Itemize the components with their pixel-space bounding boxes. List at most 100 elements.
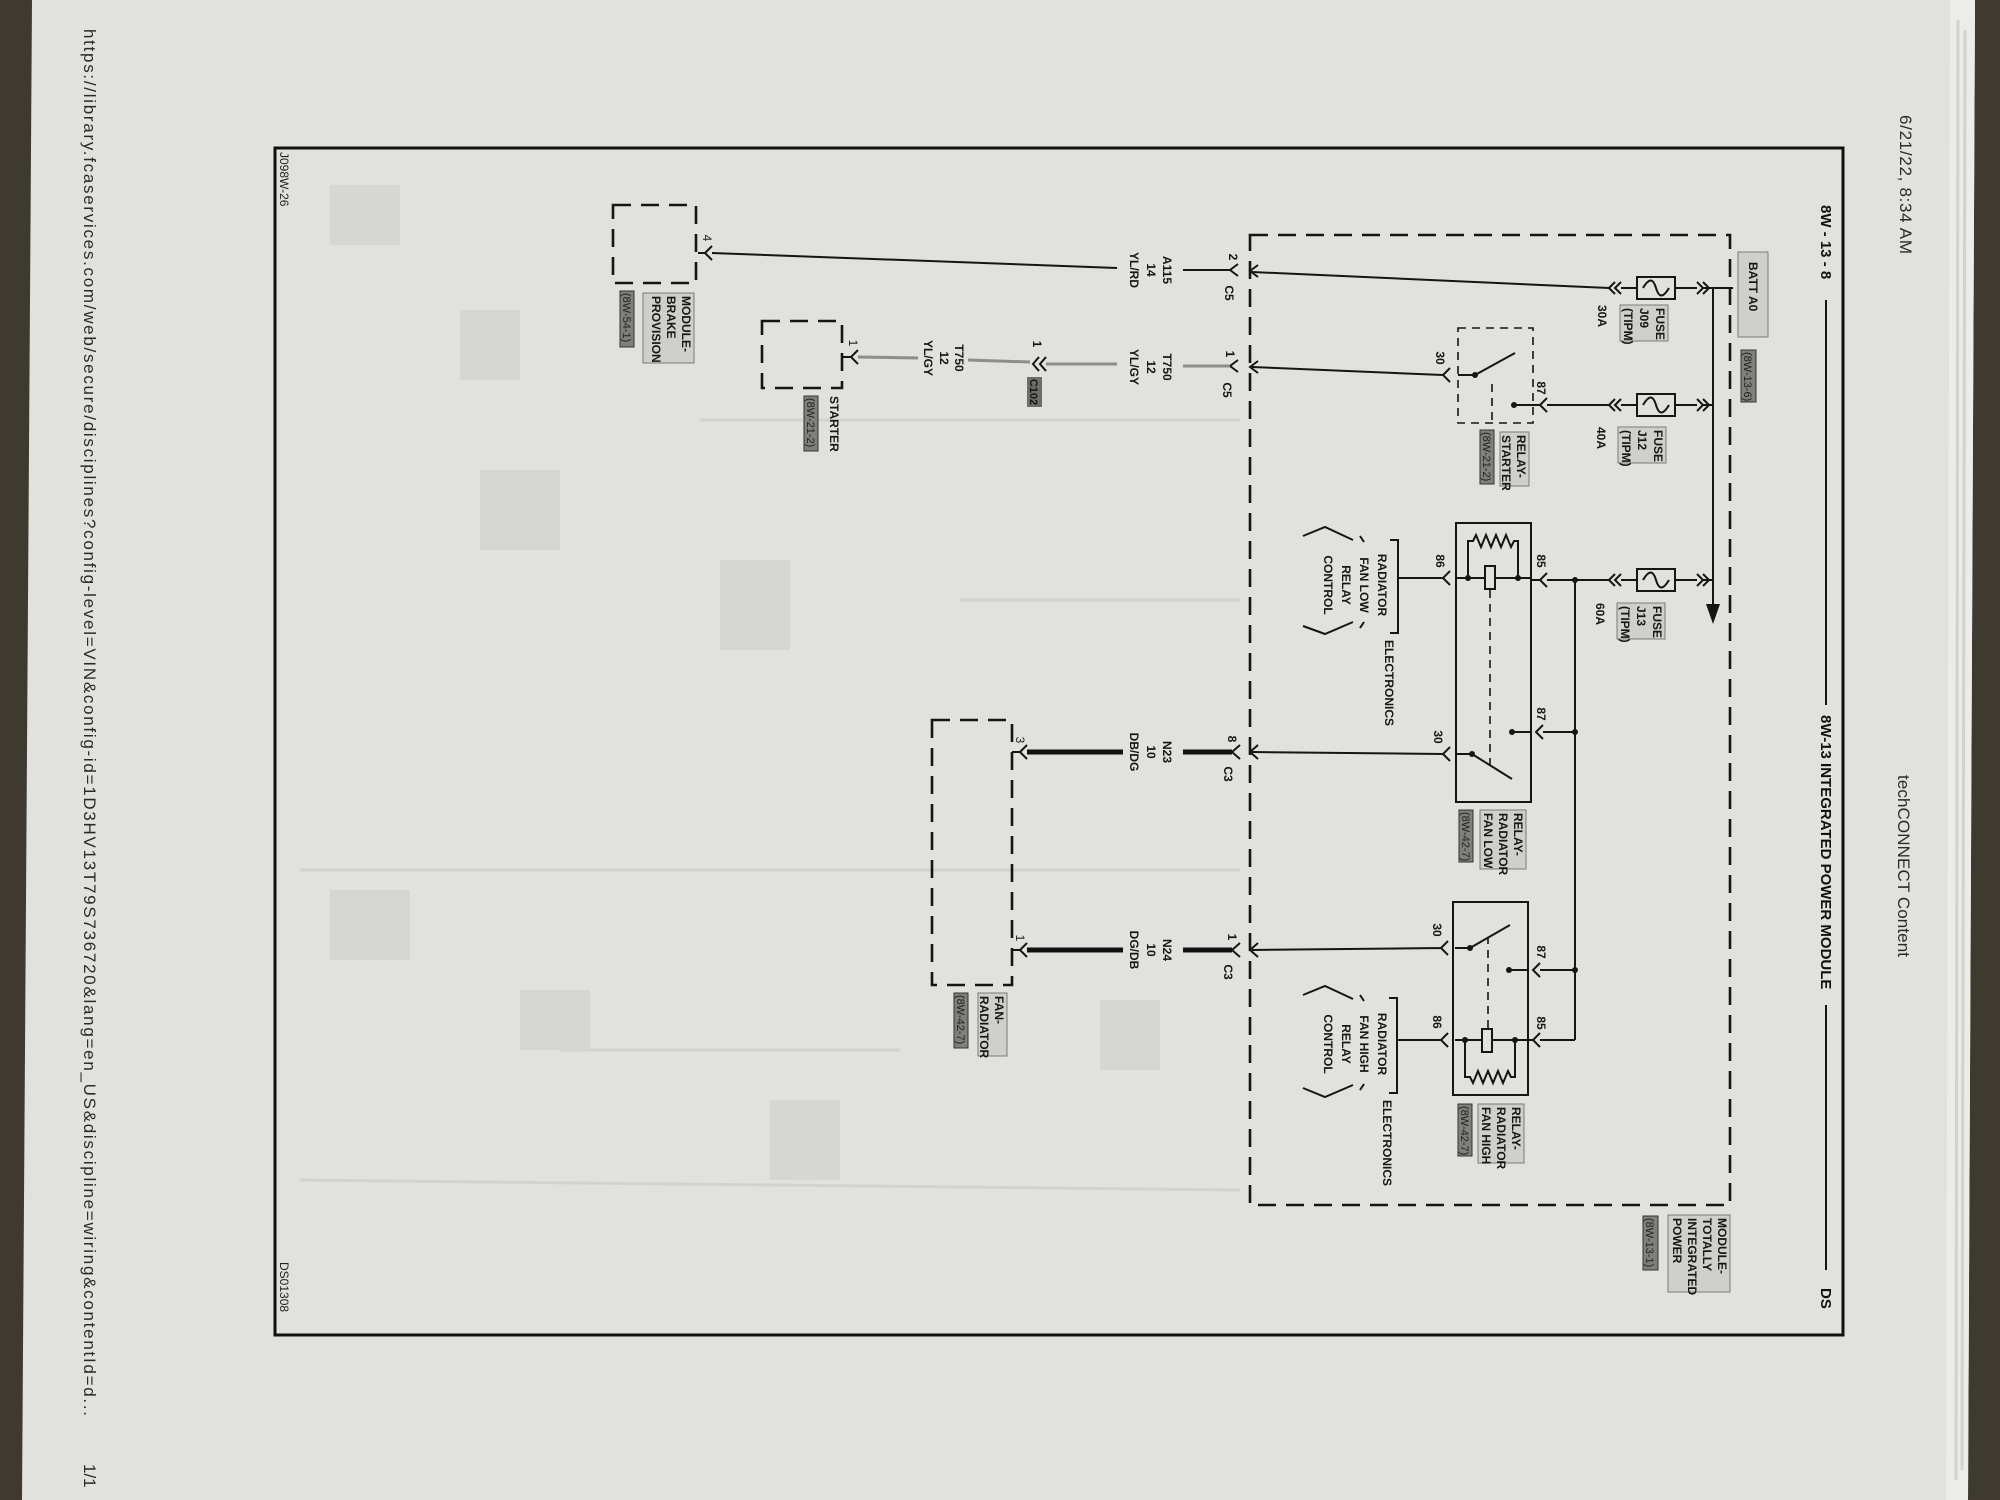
wire-fan-low-output bbox=[1251, 746, 1451, 762]
relay-label-line: RELAY- bbox=[1511, 813, 1525, 856]
c5-pin2-connector-name: C5 bbox=[1222, 285, 1236, 301]
splice-dot-icon bbox=[1462, 1037, 1468, 1043]
fuse-j09-rating: 30A bbox=[1595, 305, 1609, 327]
electronics-label-line: RADIATOR bbox=[1375, 1013, 1389, 1076]
relay-label-line: RADIATOR bbox=[1496, 813, 1510, 876]
batt-ref-tag[interactable]: (8W-13-6) bbox=[1740, 349, 1757, 403]
fan-high-relay-coil-icon bbox=[1481, 1028, 1493, 1053]
module-ref-tag[interactable]: (8W-13-1) bbox=[1642, 1215, 1659, 1271]
fan-low-relay-label: RELAY- RADIATOR FAN LOW bbox=[1479, 809, 1527, 876]
splice-dot-icon bbox=[1572, 577, 1578, 583]
module-label-line: TOTALLY bbox=[1700, 1218, 1714, 1271]
fan-label-line: RADIATOR bbox=[977, 996, 991, 1059]
fan-radiator-ref[interactable]: (8W-42-7) bbox=[954, 995, 966, 1044]
wire-t750-gauge: 12 bbox=[937, 351, 951, 365]
footer-right-code: DS01308 bbox=[277, 1262, 291, 1312]
fuse-j13-label: FUSE J13 (TIPM) bbox=[1616, 602, 1666, 643]
module-ref[interactable]: (8W-13-1) bbox=[1643, 1218, 1655, 1267]
switch-pivot-icon bbox=[1467, 945, 1473, 951]
starter-relay-ref-tag[interactable]: (8W-21-2) bbox=[1479, 429, 1495, 485]
starter-relay-contact-icon bbox=[1511, 402, 1517, 408]
splice-dot-icon bbox=[1512, 1037, 1518, 1043]
fan-low-relay-pin-86: 86 bbox=[1433, 554, 1447, 568]
fan-low-relay-contact-87 bbox=[1514, 724, 1544, 740]
electronics-label-line: CONTROL bbox=[1321, 1014, 1335, 1073]
wire-fuse-j12-to-starter-relay bbox=[1515, 397, 1609, 413]
c102-connector-tag[interactable]: C102 bbox=[1027, 377, 1042, 407]
wire-fuse-j09-to-c5 bbox=[1251, 271, 1610, 289]
wire-t750-color: YL/GY bbox=[921, 340, 935, 376]
fuse-label-line: J13 bbox=[1634, 606, 1648, 626]
fan-high-relay-box bbox=[1452, 901, 1529, 1096]
fan-high-relay-pin-30: 30 bbox=[1430, 923, 1444, 937]
c102-connector-name[interactable]: C102 bbox=[1027, 379, 1039, 405]
fan-high-relay-control-electronics: RADIATOR FAN HIGH RELAY CONTROL ELECTRON… bbox=[1302, 984, 1398, 1186]
model-code: DS bbox=[1817, 1288, 1834, 1309]
c3-pin8-number: 8 bbox=[1225, 736, 1239, 743]
fan-radiator-ref-tag[interactable]: (8W-42-7) bbox=[953, 992, 969, 1049]
electronics-bracket bbox=[1390, 539, 1399, 634]
fan-low-relay-pin-30: 30 bbox=[1431, 730, 1445, 744]
diagram-frame bbox=[273, 146, 1845, 1337]
diagram-title: 8W-13 INTEGRATED POWER MODULE bbox=[1817, 715, 1834, 989]
starter-pin-connector-icon bbox=[843, 349, 859, 365]
fan-high-relay-ref-tag[interactable]: (8W-42-7) bbox=[1457, 1103, 1473, 1157]
electronics-label-line: RADIATOR bbox=[1375, 554, 1389, 617]
fuse-label-line: J09 bbox=[1637, 308, 1651, 328]
electronics-label: ELECTRONICS bbox=[1382, 640, 1396, 726]
module-label-line: MODULE- bbox=[1715, 1218, 1729, 1274]
brake-ref-tag[interactable]: (8W-54-1) bbox=[619, 290, 635, 348]
electronics-bracket bbox=[1389, 997, 1398, 1094]
relay-label-line: RELAY- bbox=[1514, 435, 1528, 478]
brake-provision-label: MODULE- BRAKE PROVISION bbox=[642, 292, 695, 364]
fan-low-relay-pin-85: 85 bbox=[1534, 554, 1548, 568]
switch-pivot-icon bbox=[1472, 372, 1478, 378]
wire-n24-gauge: 10 bbox=[1144, 943, 1158, 957]
splice-dot-icon bbox=[1465, 575, 1471, 581]
c5-pin1-number: 1 bbox=[1223, 351, 1237, 358]
module-label: MODULE- TOTALLY INTEGRATED POWER bbox=[1667, 1214, 1731, 1295]
wire-n23-gauge: 10 bbox=[1144, 745, 1158, 759]
starter-relay-pin-87: 87 bbox=[1534, 381, 1548, 395]
fuse-j12-rating: 40A bbox=[1594, 427, 1608, 449]
electronics-chevron-icon bbox=[1302, 525, 1365, 636]
fuse-label-line: FUSE bbox=[1653, 308, 1667, 340]
wire-t750-segment bbox=[967, 358, 1031, 364]
starter-relay-ref[interactable]: (8W-21-2) bbox=[1480, 432, 1492, 481]
page-url[interactable]: https://library.fcaservices.com/web/secu… bbox=[80, 29, 99, 1416]
fuse-label-line: FUSE bbox=[1650, 606, 1664, 638]
relay-label-line: RELAY- bbox=[1509, 1107, 1523, 1150]
starter-motor-box bbox=[760, 319, 844, 390]
wire-t750-segment bbox=[857, 355, 919, 360]
print-timestamp: 6/21/22, 8:34 AM bbox=[1896, 115, 1915, 254]
wire-t750-circuit: T750 bbox=[952, 344, 966, 372]
page-count: 1/1 bbox=[80, 1464, 99, 1488]
fan-high-relay-pin-86: 86 bbox=[1430, 1015, 1444, 1029]
paper-stack-edge bbox=[1946, 0, 1975, 1500]
fan-high-relay-pin-85: 85 bbox=[1534, 1016, 1548, 1030]
brake-label-line: MODULE- bbox=[679, 296, 693, 352]
batt-label: BATT A0 bbox=[1746, 262, 1760, 312]
fan-low-relay-ref-tag[interactable]: (8W-42-7) bbox=[1458, 809, 1474, 863]
wire-n23-circuit: N23 bbox=[1160, 741, 1174, 763]
starter-label: STARTER bbox=[827, 396, 841, 452]
wire-a115-circuit: A115 bbox=[1160, 256, 1174, 284]
wire-n24-color: DG/DB bbox=[1127, 931, 1141, 970]
splice-dot-icon bbox=[1572, 967, 1578, 973]
fan-low-relay-ref[interactable]: (8W-42-7) bbox=[1459, 812, 1471, 861]
starter-ref[interactable]: (8W-21-2) bbox=[804, 398, 816, 447]
fan-high-relay-ref[interactable]: (8W-42-7) bbox=[1458, 1106, 1470, 1155]
fan-low-relay-box bbox=[1455, 522, 1532, 803]
fan-low-relay-coil-icon bbox=[1484, 565, 1496, 590]
brake-ref[interactable]: (8W-54-1) bbox=[620, 293, 632, 342]
wire-n23-color: DB/DG bbox=[1127, 733, 1141, 772]
wire-fan-low-control bbox=[1398, 570, 1451, 586]
starter-relay-pin-30: 30 bbox=[1433, 351, 1447, 365]
wire-starter-relay-to-c5 bbox=[1251, 366, 1451, 383]
starter-ref-tag[interactable]: (8W-21-2) bbox=[803, 395, 819, 452]
batt-ref[interactable]: (8W-13-6) bbox=[1741, 352, 1753, 401]
splice-dot-icon bbox=[1572, 729, 1578, 735]
wire-t750-color: YL/GY bbox=[1127, 349, 1141, 385]
relay-label-line: FAN HIGH bbox=[1479, 1107, 1493, 1164]
